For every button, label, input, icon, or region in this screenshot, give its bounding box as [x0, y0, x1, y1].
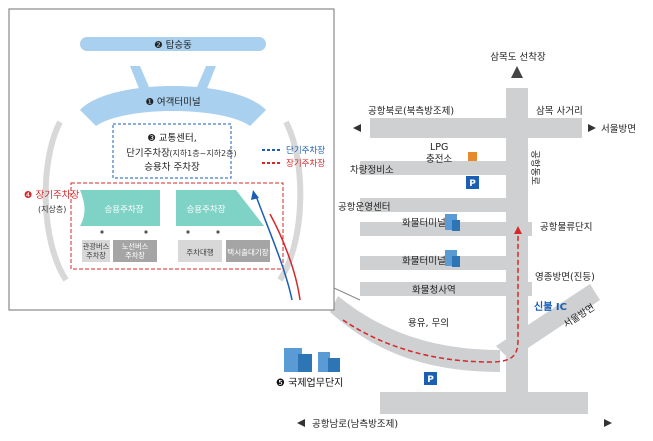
label-lot-right: 승용주차장	[186, 204, 225, 215]
label-north-top: 삼목도 선착장	[490, 52, 546, 63]
label-taxi: 택시출대기장	[227, 247, 268, 257]
short-term-route	[255, 195, 293, 301]
lot-right	[176, 190, 264, 226]
label-passenger-terminal: ❶ 여객터미널	[145, 96, 200, 108]
valet-box	[178, 240, 222, 262]
label-cargo-terminal-1: 화물터미널	[402, 218, 446, 229]
label-airport-east-road: 공항동로	[529, 150, 540, 185]
text-line: 주차장	[86, 251, 106, 260]
label-cargo-office: 화물청사역	[412, 285, 456, 296]
label-long-term-title: ❹ 장기주차장	[24, 189, 79, 201]
text-line: 노선버스	[122, 242, 149, 251]
taxi-box	[226, 240, 270, 262]
lpg-icon	[468, 152, 477, 161]
label-sinbul-ic: 신불 IC	[534, 300, 567, 313]
text-line: 관광버스	[83, 242, 110, 251]
label-transport-center-2: 단기주차장	[126, 147, 170, 159]
label-transport-center-1: ❸ 교통센터,	[147, 133, 197, 144]
label-long-term-sub: (지상층)	[38, 204, 66, 214]
label-lpg-2: 충전소	[426, 154, 452, 165]
svg-text:P: P	[427, 375, 434, 385]
legend-label-short: 단기주차장	[286, 145, 325, 156]
arrow-left-icon	[353, 124, 361, 132]
route-arrow-icon	[514, 226, 522, 234]
route-bus-box	[113, 240, 157, 262]
text-line: 주차장	[125, 251, 145, 260]
label-logistics: 공항물류단지	[540, 222, 592, 233]
label-boarding-area: ❷ 탑승동	[154, 39, 192, 51]
label-ops-center: 공항운영센터	[338, 202, 390, 213]
passenger-terminal-shape	[80, 86, 266, 126]
business-complex-icon	[284, 348, 340, 372]
arrow-left-icon	[297, 419, 305, 427]
parking-icon: P	[424, 372, 437, 385]
label-airport-north-road: 공항북로(북측방조제)	[368, 106, 454, 117]
label-cargo-terminal-2: 화물터미널	[402, 256, 446, 267]
label-business-complex: ❺ 국제업무단지	[276, 376, 343, 389]
label-seoul-dir-1: 서울방면	[601, 124, 636, 135]
transport-center-box	[112, 123, 232, 179]
label-transport-center-2b: (지하1층~지하2층)	[169, 148, 236, 158]
lot-left	[80, 190, 160, 226]
arrow-right-icon	[588, 124, 596, 132]
long-term-route	[342, 232, 519, 363]
label-transport-center-3: 승용차 주차장	[144, 161, 200, 173]
inset-connector	[333, 287, 361, 301]
label-yeongjong: 영종방면(진등)	[535, 272, 595, 283]
label-south-road: 공항남로(남측방조제)	[312, 419, 398, 430]
legend-label-long: 장기주차장	[286, 158, 325, 169]
lot-dots	[100, 230, 220, 234]
tour-bus-box	[82, 240, 110, 262]
arrow-right-icon	[604, 419, 612, 427]
label-samok-intersection: 삼목 사거리	[536, 106, 583, 117]
building-icon	[445, 250, 460, 267]
svg-text:P: P	[469, 179, 476, 189]
label-lot-left: 승용주차장	[104, 204, 143, 215]
road-network	[330, 66, 600, 414]
boarding-area-shape	[80, 37, 266, 51]
parking-icon: P	[466, 176, 479, 189]
label-valet: 주차대행	[186, 247, 214, 257]
inset-panel: ❷ 탑승동 ❶ 여객터미널 ❸ 교통센터, 단기주차장 (지하1층~지하2층) …	[8, 8, 335, 311]
building-icon	[445, 214, 460, 231]
label-vehicle-maint: 차량정비소	[350, 164, 394, 176]
label-lpg: LPG	[430, 142, 448, 153]
long-term-route-inset	[269, 213, 301, 301]
label-yongyu: 용유, 무의	[408, 318, 449, 329]
